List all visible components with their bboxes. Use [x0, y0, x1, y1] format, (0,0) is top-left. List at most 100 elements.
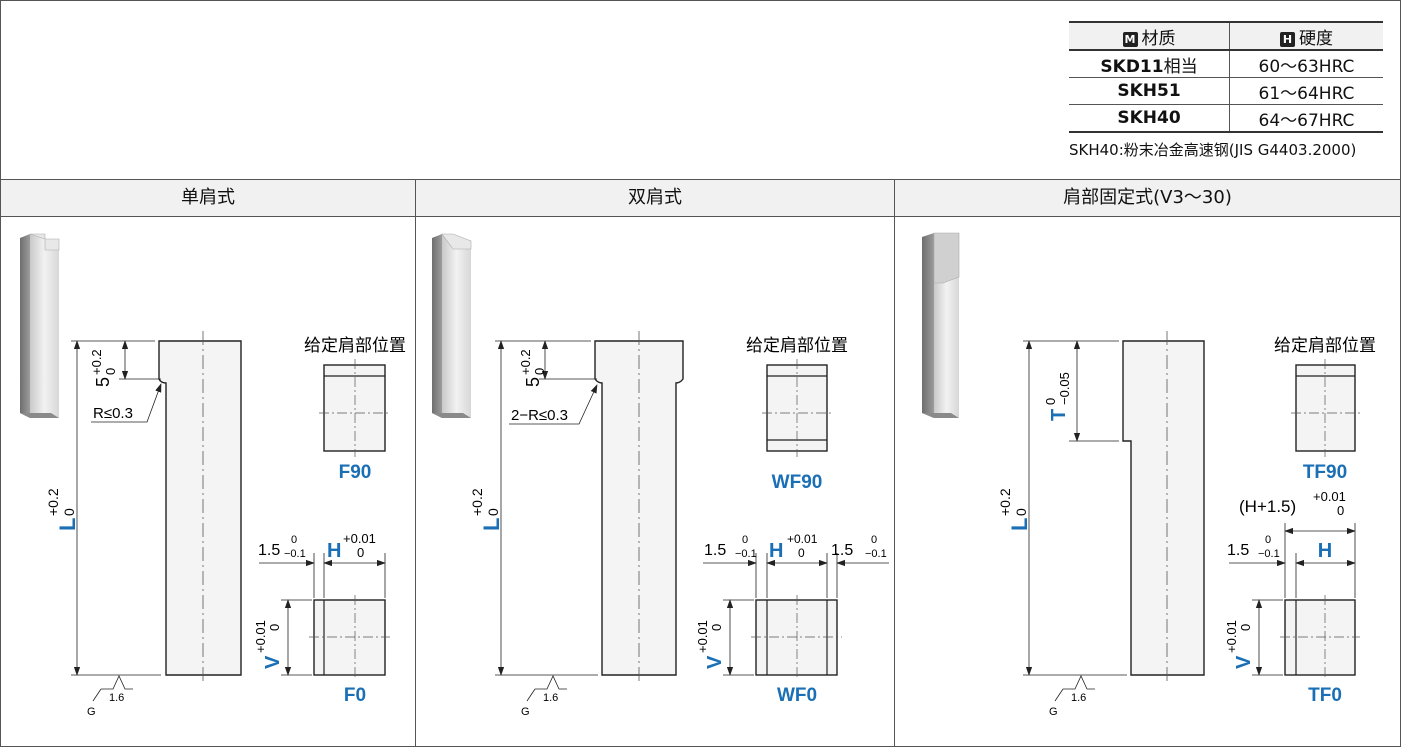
roughness-value: 1.6 [1071, 692, 1086, 704]
dim-V-tol-upper: +0.01 [253, 620, 268, 653]
view-code-top: WF90 [772, 472, 823, 493]
hardness-cell: 61～64HRC [1229, 77, 1383, 105]
dim-shoulder-tol-lower: 0 [532, 368, 547, 375]
dim15b-label: 1.5 [831, 542, 853, 559]
view-code-front: WF0 [777, 685, 817, 706]
position-title: 给定肩部位置 [304, 336, 406, 355]
dim-shoulder-tol-upper: +0.2 [89, 349, 104, 375]
view-front [313, 599, 386, 676]
datum-label: G [521, 706, 530, 718]
dim-L-label: L [1007, 518, 1032, 531]
roughness-value: 1.6 [109, 692, 124, 704]
part-photo [432, 233, 472, 418]
part-photo [20, 233, 60, 418]
section-title-single-shoulder: 单肩式 [1, 179, 415, 217]
section-divider [415, 179, 416, 746]
dim15-tol-lower: −0.1 [1258, 548, 1280, 560]
roughness-symbol [1063, 675, 1095, 690]
radius-label: R≤0.3 [93, 405, 133, 422]
dim15b-tol-upper: 0 [871, 534, 877, 546]
section-title-shoulder-fixed: 肩部固定式(V3～30) [895, 179, 1400, 217]
dim-L-tol-lower: 0 [61, 508, 77, 516]
dim-T-label: T [1048, 409, 1070, 421]
section-single-shoulder: L +0.2 0 5 +0.2 0 R≤0.3 1.6 G 给定肩部位置 F90 [20, 233, 406, 718]
material-header-label: 材质 [1141, 28, 1176, 49]
dim-T-tol-lower: −0.05 [1057, 372, 1072, 405]
dim-V-tol-lower: 0 [267, 624, 282, 631]
hardness-cell: 64～67HRC [1229, 104, 1383, 133]
dim15-tol-upper: 0 [742, 534, 748, 546]
position-title: 给定肩部位置 [746, 336, 848, 355]
view-top [1295, 364, 1356, 452]
radius-label: 2−R≤0.3 [511, 407, 568, 424]
dim-H-tol-upper: +0.01 [343, 531, 376, 546]
dim15-label: 1.5 [704, 542, 726, 559]
dim-V-label: V [262, 655, 284, 669]
view-code-top: F90 [339, 462, 372, 483]
dim-HH-label: (H+1.5) [1239, 497, 1296, 516]
dim-L-label: L [479, 518, 504, 531]
roughness-symbol [535, 675, 567, 690]
radius-leader [91, 383, 162, 423]
dim-H-tol-upper: +0.01 [787, 532, 818, 546]
view-code-top: TF90 [1303, 462, 1347, 483]
dim-L-tol-upper: +0.2 [997, 488, 1013, 516]
roughness-symbol [101, 675, 133, 690]
view-code-front: TF0 [1308, 685, 1342, 706]
dim-shoulder-label: 5 [523, 377, 543, 387]
dim-HH-tol-lower: 0 [1337, 503, 1344, 518]
dim15-tol-lower: −0.1 [284, 548, 306, 560]
dim15-tol-upper: 0 [291, 534, 297, 546]
hardness-cell: 60～63HRC [1229, 49, 1383, 78]
dim-L-label: L [55, 518, 80, 531]
punch-profile [158, 340, 242, 676]
dim-V-tol-upper: +0.01 [1224, 620, 1239, 653]
part-photo [922, 232, 960, 418]
dim-L-tol-lower: 0 [1013, 508, 1029, 516]
dim-V-label: V [704, 655, 726, 669]
dim-V-tol-upper: +0.01 [695, 620, 710, 653]
material-cell: SKH40 [1069, 104, 1230, 133]
dim-H-label: H [769, 540, 783, 562]
material-m-icon: M [1122, 31, 1138, 47]
dim15b-tol-lower: −0.1 [865, 548, 887, 560]
material-cell: SKD11相当 [1069, 49, 1230, 78]
view-front [755, 599, 838, 676]
section-divider [894, 179, 895, 746]
material-row: SKH51 61～64HRC [1069, 77, 1383, 105]
dim-L-tol-upper: +0.2 [45, 488, 61, 516]
dim-HH-tol-upper: +0.01 [1313, 489, 1346, 504]
dim-shoulder-label: 5 [93, 377, 113, 387]
punch-profile [1122, 340, 1205, 676]
dim15-tol-lower: −0.1 [735, 548, 757, 560]
dim-V-label: V [1233, 655, 1255, 669]
hardness-header-label: 硬度 [1299, 28, 1333, 49]
roughness-value: 1.6 [543, 692, 558, 704]
material-cell: SKH51 [1069, 77, 1230, 105]
hardness-h-icon: H [1280, 31, 1295, 47]
dim15-label: 1.5 [258, 542, 280, 559]
dim-shoulder-tol-lower: 0 [103, 368, 118, 375]
dim-H-label: H [1318, 540, 1332, 562]
view-code-front: F0 [344, 685, 366, 706]
dim-H-tol-lower: 0 [798, 546, 805, 560]
dim15-label: 1.5 [1227, 542, 1249, 559]
dim15-tol-upper: 0 [1265, 534, 1271, 546]
material-note: SKH40:粉末冶金高速钢(JIS G4403.2000) [1069, 141, 1357, 159]
dim-T-tol-upper: 0 [1043, 398, 1058, 405]
view-top [323, 364, 386, 452]
dim-H-tol-lower: 0 [357, 545, 364, 560]
view-front [1284, 599, 1356, 676]
section-double-shoulder: L +0.2 0 5 +0.2 0 2−R≤0.3 1.6 G 给定肩部位置 W… [432, 233, 889, 718]
datum-label: G [87, 706, 96, 718]
material-row: SKH40 64～67HRC [1069, 104, 1383, 133]
dim-H-label: H [327, 540, 341, 562]
dim-L-tol-lower: 0 [485, 508, 501, 516]
radius-leader [509, 384, 598, 425]
